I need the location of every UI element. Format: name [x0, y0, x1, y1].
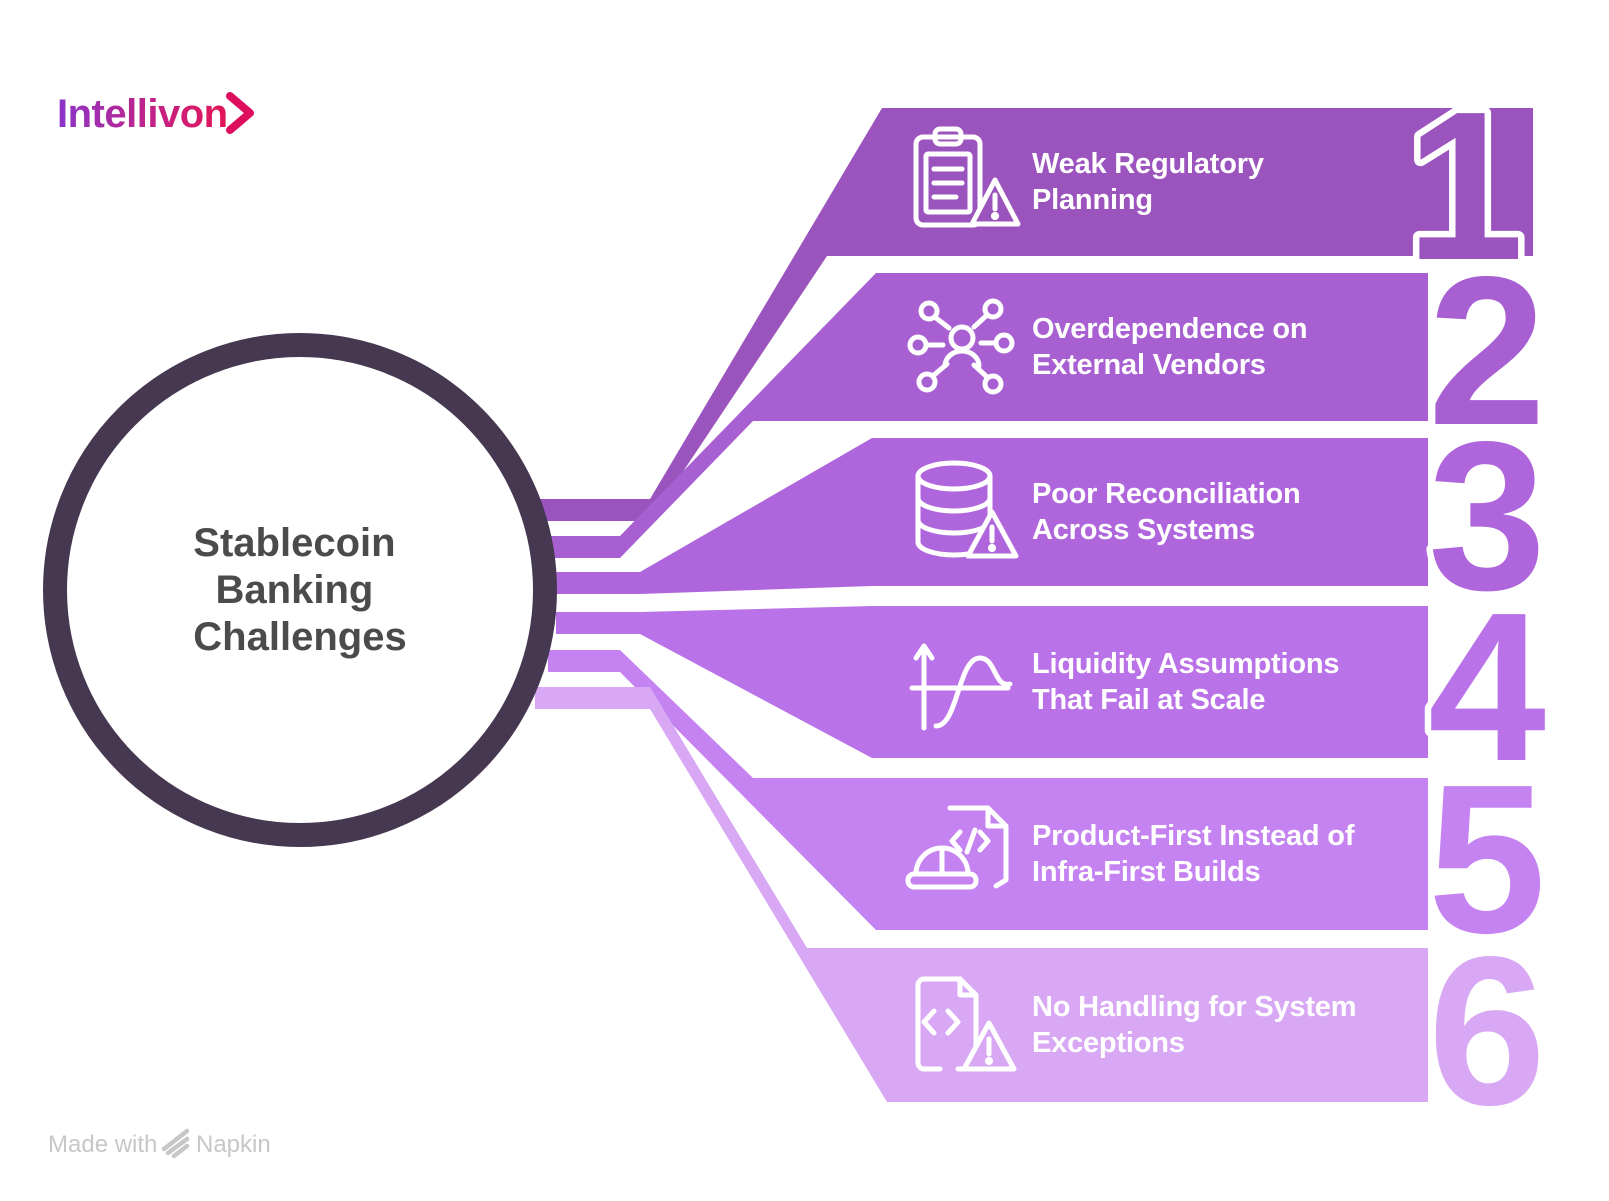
item-label-6: No Handling for System Exceptions [1032, 991, 1364, 1059]
item-label-4-line1: Liquidity Assumptions [1032, 648, 1339, 680]
ribbon-band-5 [548, 650, 1428, 930]
napkin-logo-icon [161, 1128, 190, 1159]
item-number-4: 4 [1428, 568, 1546, 805]
item-label-2: Overdependence on External Vendors [1032, 313, 1315, 381]
item-number-2: 2 [1428, 232, 1546, 469]
made-with-napkin-footer: Made with Napkin [48, 1128, 271, 1159]
item-label-4-line2: That Fail at Scale [1032, 684, 1265, 716]
ribbon-band-4 [556, 606, 1428, 758]
item-label-3-line1: Poor Reconciliation [1032, 478, 1301, 510]
logo-wordmark: Intellivon [57, 92, 228, 136]
item-label-3: Poor Reconciliation Across Systems [1032, 478, 1308, 546]
code-exception-icon [915, 976, 1017, 1072]
database-warning-icon [915, 460, 1019, 559]
center-title-line3: Challenges [193, 615, 406, 659]
vendor-network-icon [907, 298, 1015, 395]
center-title-line1: Stablecoin [193, 521, 395, 565]
item-number-6: 6 [1428, 912, 1546, 1149]
item-label-2-line2: External Vendors [1032, 349, 1266, 381]
item-number-3: 3 [1428, 397, 1546, 634]
liquidity-curve-icon [909, 643, 1013, 731]
item-label-6-line1: No Handling for System [1032, 991, 1356, 1023]
clipboard-warning-icon [913, 126, 1021, 228]
center-title: Stablecoin Banking Challenges [193, 521, 406, 659]
item-label-5: Product-First Instead of Infra-First Bui… [1032, 820, 1362, 888]
item-label-5-line2: Infra-First Builds [1032, 856, 1260, 888]
center-circle-ring [43, 333, 557, 847]
intellivon-logo: Intellivon [57, 92, 254, 136]
footer-brand-text: Napkin [196, 1131, 271, 1158]
item-label-3-line2: Across Systems [1032, 514, 1255, 546]
build-code-icon [905, 805, 1009, 890]
item-label-4: Liquidity Assumptions That Fail at Scale [1032, 648, 1347, 716]
item-label-2-line1: Overdependence on [1032, 313, 1307, 345]
item-number-5: 5 [1428, 740, 1546, 977]
ribbon-band-1 [535, 108, 1533, 521]
item-number-1: 1 [1406, 67, 1524, 304]
item-label-6-line2: Exceptions [1032, 1027, 1185, 1059]
logo-chevron-icon [226, 92, 254, 134]
item-label-1: Weak Regulatory Planning [1032, 148, 1272, 216]
ribbon-band-6 [535, 687, 1428, 1102]
item-label-1-line1: Weak Regulatory [1032, 148, 1264, 180]
hard-hat-brim [905, 871, 979, 890]
wave-curve [933, 655, 1013, 729]
funnel-ribbons [535, 108, 1533, 1102]
footer-made-with-text: Made with [48, 1131, 157, 1158]
center-title-line2: Banking [216, 568, 374, 612]
item-label-1-line2: Planning [1032, 184, 1153, 216]
ribbon-band-2 [548, 273, 1428, 558]
item-label-5-line1: Product-First Instead of [1032, 820, 1355, 852]
item-numbers: 1 2 3 4 5 6 [1400, 61, 1553, 1156]
